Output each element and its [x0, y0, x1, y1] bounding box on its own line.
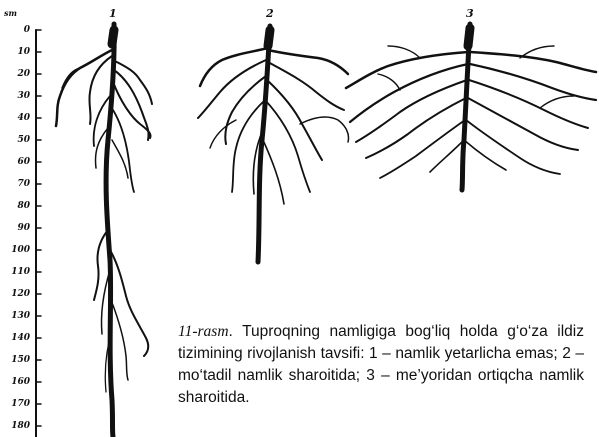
figure-caption: 11-rasm. Tuproqning namligiga bog‘liq ho… [178, 321, 584, 409]
depth-scale-axis [36, 30, 41, 437]
plant-3-root-system [346, 24, 596, 190]
figure-number: 11-rasm [178, 323, 229, 340]
plant-1-root-system [56, 24, 152, 437]
plant-2-root-system [198, 26, 349, 262]
caption-text: . Tuproqning namligiga bog‘liq holda g‘o… [178, 323, 584, 406]
